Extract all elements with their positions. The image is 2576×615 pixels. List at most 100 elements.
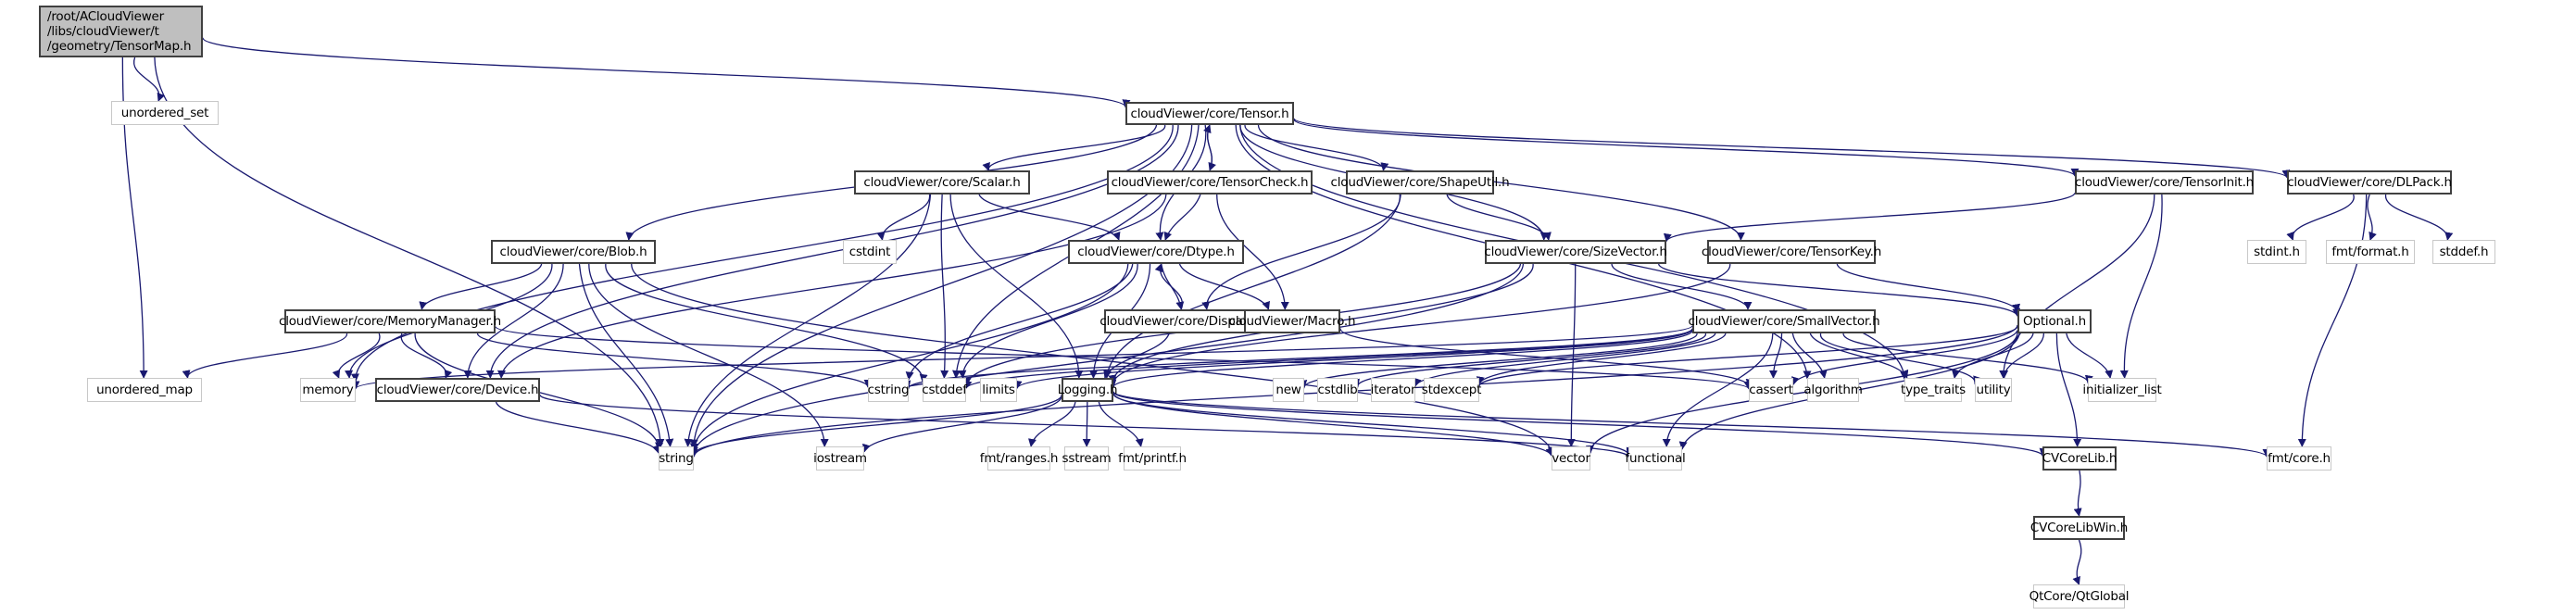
node-label: cloudViewer/core/Tensor.h — [1130, 106, 1289, 121]
edge-Tensor-to-DLPack — [1293, 118, 2291, 179]
node-Blob[interactable]: cloudViewer/core/Blob.h — [491, 240, 656, 264]
node-new[interactable]: new — [1273, 378, 1304, 402]
node-functional[interactable]: functional — [1625, 446, 1686, 471]
node-label: fmt/core.h — [2268, 451, 2331, 466]
edge-Scalar-to-string — [684, 194, 932, 447]
edge-Optional-to-cassert — [1791, 330, 2018, 386]
node-MemoryManager[interactable]: cloudViewer/core/MemoryManager.h — [279, 309, 501, 333]
node-TensorInit[interactable]: cloudViewer/core/TensorInit.h — [2075, 170, 2254, 195]
node-ShapeUtil[interactable]: cloudViewer/core/ShapeUtil.h — [1331, 170, 1510, 195]
edge-MemoryManager-to-cstring — [476, 333, 873, 388]
node-label: cassert — [1749, 383, 1793, 397]
node-fmt_ranges[interactable]: fmt/ranges.h — [980, 446, 1058, 471]
node-label: cstdint — [848, 245, 891, 259]
node-fmt_format[interactable]: fmt/format.h — [2326, 240, 2415, 264]
edge-Dtype-to-string — [689, 263, 1129, 452]
edge-TensorMap-to-Tensor — [202, 37, 1131, 108]
node-SmallVector[interactable]: cloudViewer/core/SmallVector.h — [1689, 309, 1880, 333]
node-label: cstddef — [922, 383, 967, 397]
node-Scalar[interactable]: cloudViewer/core/Scalar.h — [854, 170, 1030, 195]
node-Device[interactable]: cloudViewer/core/Device.h — [375, 378, 540, 402]
edge-TensorCheck-to-Macro — [1216, 194, 1289, 310]
node-label: vector — [1552, 451, 1590, 466]
node-label: sstream — [1062, 451, 1112, 466]
node-label: cloudViewer/core/Dispatch.h — [1100, 314, 1274, 329]
node-cstring[interactable]: cstring — [868, 378, 910, 402]
edge-DLPack-to-fmt_core — [2297, 194, 2368, 447]
edge-Logging-to-iostream — [862, 396, 1062, 453]
node-TensorCheck[interactable]: cloudViewer/core/TensorCheck.h — [1107, 170, 1313, 195]
node-utility[interactable]: utility — [1975, 378, 2012, 402]
node-cstddef[interactable]: cstddef — [922, 378, 967, 402]
edge-Blob-to-Device — [463, 263, 564, 379]
node-Dtype[interactable]: cloudViewer/core/Dtype.h — [1068, 240, 1244, 264]
node-label: cstdlib — [1317, 383, 1358, 397]
node-Optional[interactable]: Optional.h — [2017, 309, 2092, 333]
node-unordered_map[interactable]: unordered_map — [87, 378, 202, 402]
node-label: cloudViewer/core/TensorKey.h — [1701, 245, 1882, 259]
edge-Optional-to-stdexcept — [1473, 324, 2018, 388]
node-label: fmt/format.h — [2331, 245, 2409, 259]
node-CVCoreLibWin[interactable]: CVCoreLibWin.h — [2030, 516, 2128, 540]
node-CVCoreLib[interactable]: CVCoreLib.h — [2042, 446, 2117, 471]
node-label: type_traits — [1901, 383, 1966, 397]
node-SizeVector[interactable]: cloudViewer/core/SizeVector.h — [1484, 240, 1667, 264]
node-TensorMap[interactable]: /root/ACloudViewer /libs/cloudViewer/t /… — [39, 6, 203, 57]
node-fmt_core[interactable]: fmt/core.h — [2267, 446, 2331, 471]
node-QtGlobal[interactable]: QtCore/QtGlobal — [2029, 584, 2130, 609]
node-Macro[interactable]: cloudViewer/Macro.h — [1229, 309, 1356, 333]
edge-TensorCheck-to-Tensor — [1203, 124, 1213, 171]
node-iterator[interactable]: iterator — [1371, 378, 1416, 402]
node-TensorKey[interactable]: cloudViewer/core/TensorKey.h — [1702, 240, 1881, 264]
node-Tensor[interactable]: cloudViewer/core/Tensor.h — [1125, 102, 1294, 125]
node-label: stdint.h — [2254, 245, 2300, 259]
node-label: stddef.h — [2439, 245, 2489, 259]
node-cassert[interactable]: cassert — [1749, 378, 1793, 402]
edge-Optional-to-CVCoreLib — [2055, 333, 2082, 447]
node-iostream[interactable]: iostream — [813, 446, 867, 471]
edge-MemoryManager-to-unordered_map — [182, 333, 348, 379]
edge-MemoryManager-to-memory — [332, 333, 381, 379]
edge-Dtype-to-cstddef — [958, 263, 1138, 379]
edge-SizeVector-to-string — [689, 263, 1525, 456]
node-label: Optional.h — [2023, 314, 2086, 329]
edge-Logging-to-string — [687, 394, 1062, 457]
node-limits[interactable]: limits — [980, 378, 1017, 402]
node-stdexcept[interactable]: stdexcept — [1421, 378, 1482, 402]
node-type_traits[interactable]: type_traits — [1901, 378, 1966, 402]
node-cstdlib[interactable]: cstdlib — [1317, 378, 1358, 402]
node-cstdint[interactable]: cstdint — [843, 240, 897, 264]
node-algorithm[interactable]: algorithm — [1803, 378, 1863, 402]
edge-Tensor-to-memory — [351, 124, 1174, 383]
edge-SmallVector-to-Logging — [1108, 330, 1693, 389]
node-stdint_h[interactable]: stdint.h — [2247, 240, 2306, 264]
node-label: functional — [1625, 451, 1686, 466]
edge-Dispatch-to-Dtype — [1154, 263, 1184, 310]
node-label: CVCoreLib.h — [2042, 451, 2117, 466]
node-sstream[interactable]: sstream — [1062, 446, 1112, 471]
node-label: cloudViewer/core/Scalar.h — [863, 175, 1021, 190]
edge-TensorInit-to-utility — [1999, 194, 2155, 379]
node-label: fmt/printf.h — [1118, 451, 1187, 466]
node-string[interactable]: string — [659, 446, 694, 471]
node-unordered_set[interactable]: unordered_set — [111, 101, 219, 125]
node-label: QtCore/QtGlobal — [2029, 589, 2130, 604]
node-label: stdexcept — [1421, 383, 1482, 397]
node-label: cloudViewer/core/SmallVector.h — [1688, 314, 1880, 329]
edge-ShapeUtil-to-SizeVector — [1446, 194, 1552, 241]
edge-SmallVector-to-iterator — [1414, 333, 1716, 387]
node-DLPack[interactable]: cloudViewer/core/DLPack.h — [2287, 170, 2452, 195]
node-label: fmt/ranges.h — [979, 451, 1059, 466]
edge-Tensor-to-TensorKey — [1257, 124, 1745, 241]
node-Logging[interactable]: Logging.h — [1058, 378, 1118, 402]
edge-Tensor-to-Device — [485, 124, 1179, 379]
node-fmt_printf[interactable]: fmt/printf.h — [1118, 446, 1187, 471]
node-memory[interactable]: memory — [300, 378, 356, 402]
node-label: algorithm — [1803, 383, 1863, 397]
node-initializer_list[interactable]: initializer_list — [2082, 378, 2162, 402]
edge-Logging-to-fmt_core — [1112, 391, 2271, 458]
edge-TensorInit-to-initializer_list — [2119, 194, 2163, 379]
node-vector[interactable]: vector — [1552, 446, 1590, 471]
node-stddef_h[interactable]: stddef.h — [2432, 240, 2495, 264]
edge-SizeVector-to-SmallVector — [1611, 263, 1753, 310]
